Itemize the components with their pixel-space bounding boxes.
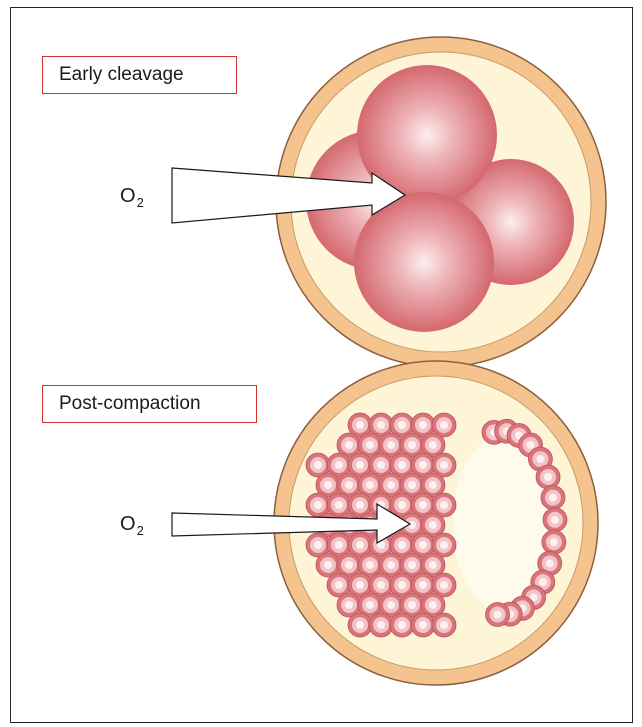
cell-nucleus: [549, 494, 557, 502]
cell-nucleus: [398, 421, 406, 429]
cell-nucleus: [429, 441, 437, 449]
cell-nucleus: [387, 601, 395, 609]
cell-nucleus: [398, 621, 406, 629]
cell-nucleus: [314, 541, 322, 549]
cell-nucleus: [429, 601, 437, 609]
cell-nucleus: [408, 561, 416, 569]
cell-nucleus: [387, 441, 395, 449]
cell-nucleus: [335, 581, 343, 589]
cell-nucleus: [408, 601, 416, 609]
cell-nucleus: [419, 461, 427, 469]
cell-nucleus: [440, 621, 448, 629]
cell-nucleus: [398, 461, 406, 469]
cell-nucleus: [345, 561, 353, 569]
oxygen-label-bottom: O2: [120, 513, 144, 536]
cell-nucleus: [398, 541, 406, 549]
cell-nucleus: [356, 421, 364, 429]
cell-nucleus: [356, 621, 364, 629]
cell-nucleus: [551, 516, 559, 524]
cell-nucleus: [314, 501, 322, 509]
cell-nucleus: [440, 421, 448, 429]
cell-nucleus: [324, 561, 332, 569]
cell-nucleus: [366, 481, 374, 489]
cell-nucleus: [546, 559, 554, 567]
cell-nucleus: [324, 481, 332, 489]
cell-nucleus: [345, 601, 353, 609]
cell-nucleus: [377, 581, 385, 589]
cell-nucleus: [536, 455, 544, 463]
cell-nucleus: [387, 561, 395, 569]
cell-nucleus: [419, 621, 427, 629]
label-early-cleavage: Early cleavage: [42, 56, 237, 94]
cell-nucleus: [335, 501, 343, 509]
cell-nucleus: [419, 501, 427, 509]
cell-nucleus: [398, 581, 406, 589]
cell-nucleus: [398, 501, 406, 509]
cell-nucleus: [366, 601, 374, 609]
cell-nucleus: [429, 561, 437, 569]
cell-nucleus: [314, 461, 322, 469]
cell-nucleus: [419, 581, 427, 589]
cell-nucleus: [356, 581, 364, 589]
cell-nucleus: [356, 461, 364, 469]
cell-nucleus: [387, 481, 395, 489]
cell-nucleus: [356, 541, 364, 549]
cell-nucleus: [440, 501, 448, 509]
cell-nucleus: [377, 461, 385, 469]
cell-nucleus: [440, 541, 448, 549]
cell-nucleus: [356, 501, 364, 509]
cell-nucleus: [440, 461, 448, 469]
cell-nucleus: [494, 610, 502, 618]
cell-nucleus: [377, 621, 385, 629]
cell-nucleus: [345, 481, 353, 489]
oxygen-subscript: 2: [137, 523, 144, 538]
oxygen-symbol: O: [120, 185, 136, 207]
cell-nucleus: [429, 481, 437, 489]
cell-nucleus: [408, 481, 416, 489]
cell-nucleus: [408, 441, 416, 449]
cell-nucleus: [377, 421, 385, 429]
label-post-compaction: Post-compaction: [42, 385, 257, 423]
cell-nucleus: [366, 561, 374, 569]
cell-nucleus: [335, 461, 343, 469]
oxygen-subscript: 2: [137, 195, 144, 210]
cell-nucleus: [429, 521, 437, 529]
cell-nucleus: [550, 538, 558, 546]
cell-nucleus: [527, 441, 535, 449]
oxygen-label-top: O2: [120, 185, 144, 208]
cell-nucleus: [335, 541, 343, 549]
cell-nucleus: [366, 441, 374, 449]
cell-nucleus: [544, 473, 552, 481]
cell-nucleus: [419, 421, 427, 429]
cell-nucleus: [440, 581, 448, 589]
oxygen-symbol: O: [120, 513, 136, 535]
cell-nucleus: [419, 541, 427, 549]
cell-nucleus: [345, 441, 353, 449]
cell-nucleus: [539, 578, 547, 586]
